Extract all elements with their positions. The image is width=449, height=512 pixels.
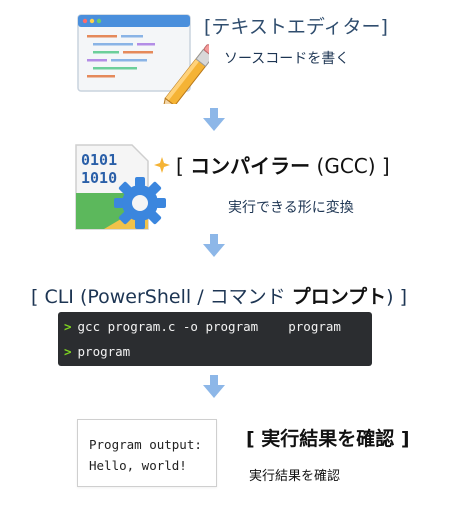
terminal-command: gcc program.c -o program program: [77, 319, 341, 334]
down-arrow-icon: [203, 375, 225, 398]
cli-title-bold: プロンプト: [291, 286, 387, 308]
compiler-subtitle: 実行できる形に変換: [228, 200, 354, 216]
terminal-line: > program: [64, 344, 130, 359]
compiler-icon: 0101 1010: [75, 144, 170, 230]
terminal-line: > gcc program.c -o program program: [64, 319, 341, 334]
compiler-title-main: コンパイラー: [190, 154, 311, 178]
output-line: Hello, world!: [89, 458, 187, 473]
down-arrow-icon: [203, 108, 225, 131]
prompt-chevron-icon: >: [64, 319, 72, 334]
compiler-title: [ コンパイラー (GCC) ]: [176, 150, 390, 179]
terminal-command: program: [77, 344, 131, 359]
down-arrow-icon: [203, 234, 225, 257]
cli-title: [ CLI (PowerShell / コマンド プロンプト) ]: [31, 282, 407, 309]
cli-title-prefix: [ CLI (PowerShell / コマンド: [31, 286, 292, 308]
program-output-box: Program output: Hello, world!: [77, 419, 217, 487]
result-title: [ 実行結果を確認 ]: [246, 428, 410, 450]
output-line: Program output:: [89, 437, 202, 452]
svg-text:1010: 1010: [81, 169, 117, 187]
prompt-chevron-icon: >: [64, 344, 72, 359]
svg-text:0101: 0101: [81, 151, 117, 169]
result-subtitle: 実行結果を確認: [249, 469, 341, 484]
text-editor-icon: [77, 14, 209, 104]
compiler-title-bracket: [: [176, 154, 191, 178]
cli-title-suffix: ) ]: [386, 286, 407, 308]
text-editor-subtitle: ソースコードを書く: [224, 51, 350, 67]
terminal-window: > gcc program.c -o program program > progr…: [58, 312, 372, 366]
text-editor-title: [テキストエディター]: [204, 16, 388, 38]
compiler-title-gcc: (GCC) ]: [310, 154, 390, 178]
